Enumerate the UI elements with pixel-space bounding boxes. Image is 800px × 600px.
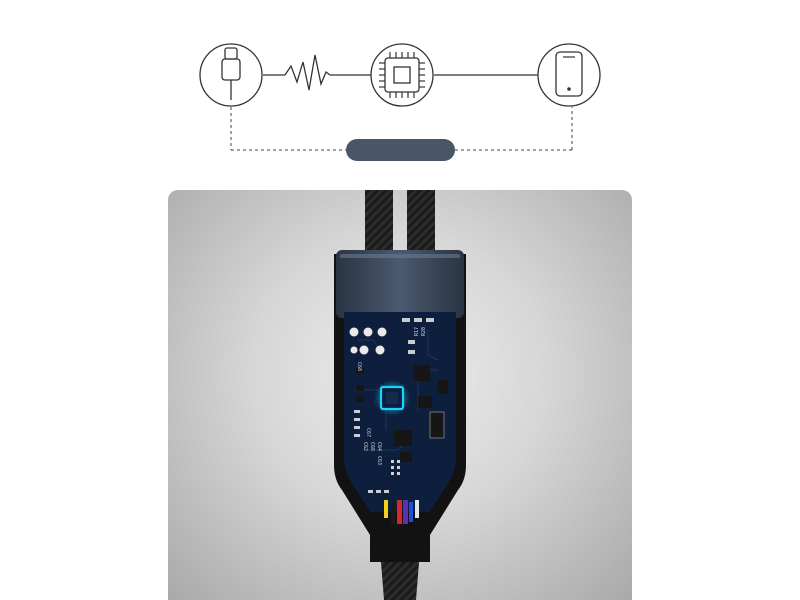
dashed-return-path (230, 107, 573, 151)
smartphone-icon (537, 43, 601, 107)
pcb-label: C68 (356, 362, 362, 371)
signal-line (263, 54, 538, 91)
pcb-label: C66 (369, 442, 375, 451)
top-cables (365, 190, 435, 258)
pcb-label: R17 (414, 327, 420, 336)
product-photo-panel: R17 R20 C68 C67 C62 C66 C64 C63 (168, 190, 632, 600)
bottom-cable (380, 550, 420, 600)
signal-flow-diagram (0, 0, 800, 180)
pcb-silkscreen-labels: R17 R20 C68 C67 C62 C66 C64 C63 (356, 327, 427, 465)
pcb-label: C63 (376, 456, 382, 465)
smd-components (354, 318, 434, 493)
solder-pads (349, 327, 387, 355)
usb-c-plug-icon (199, 43, 263, 107)
pcb-label: C67 (365, 428, 371, 437)
connector-badge (346, 139, 455, 161)
pcb-label: R20 (421, 327, 427, 336)
metal-housing (336, 250, 464, 318)
wire-leads (384, 500, 419, 524)
microchip-icon (370, 43, 434, 107)
pcb-label: C64 (376, 442, 382, 451)
header-pins (391, 460, 400, 475)
main-controller-chip (374, 380, 410, 416)
pcb-label: C62 (362, 442, 368, 451)
ic-chips (356, 365, 448, 462)
